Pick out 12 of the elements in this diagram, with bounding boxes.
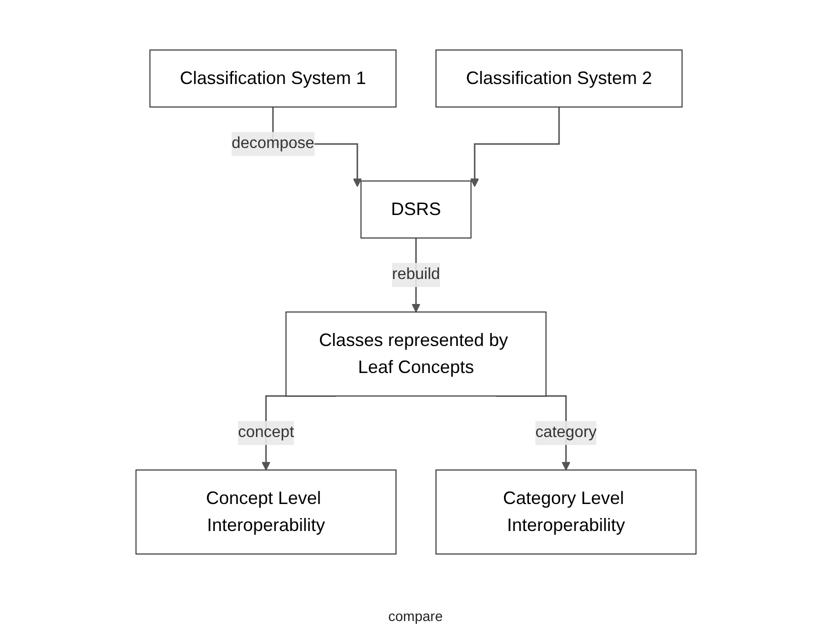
edge-label: category bbox=[534, 424, 596, 441]
edge-label: concept bbox=[237, 424, 294, 441]
node-box: Category Level Interoperability bbox=[435, 470, 696, 554]
node-box: Classification System 1 bbox=[148, 50, 396, 108]
note-text: compare bbox=[388, 608, 443, 624]
node-box: Classes represented by Leaf Concepts bbox=[285, 312, 546, 396]
node-box: Concept Level Interoperability bbox=[135, 470, 396, 554]
arrow bbox=[470, 106, 560, 188]
node-box: DSRS bbox=[360, 180, 471, 238]
edge-label: rebuild bbox=[391, 266, 440, 283]
edge-label: decompose bbox=[231, 135, 314, 152]
node-box: Classification System 2 bbox=[435, 50, 682, 108]
